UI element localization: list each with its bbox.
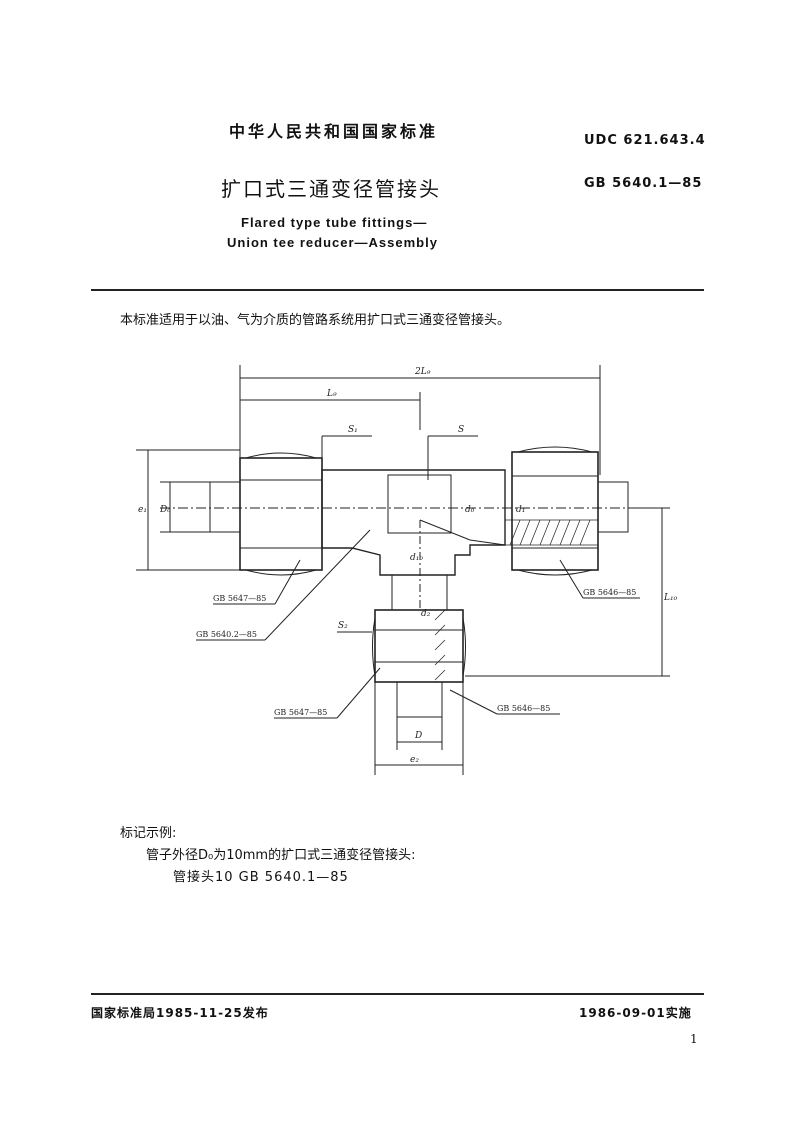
dim-d2: d₂ (421, 609, 431, 619)
footer-rule (91, 993, 704, 995)
dim-l10: L₁₀ (663, 593, 678, 603)
dim-d: D (414, 731, 422, 741)
gb-number: GB 5640.1—85 (584, 176, 703, 191)
dim-l9: L₉ (326, 389, 337, 399)
ref-gb5647-top: GB 5647—85 (213, 594, 266, 603)
ref-gb5647-bottom: GB 5647—85 (274, 708, 327, 717)
document-title-en-line2: Union tee reducer—Assembly (227, 235, 438, 250)
dim-2l9: 2L₉ (414, 367, 431, 377)
dim-e1: e₁ (138, 505, 147, 515)
effective-date: 1986-09-01实施 (579, 1006, 692, 1020)
dim-d0: d₀ (465, 505, 475, 515)
marking-line1: 管子外径D₀为10mm的扩口式三通变径管接头: (146, 848, 416, 863)
document-title-en-line1: Flared type tube fittings— (241, 215, 428, 230)
document-title-cn: 扩口式三通变径管接头 (221, 177, 441, 201)
standard-heading: 中华人民共和国国家标准 (229, 122, 439, 141)
dim-d10: d₁₀ (410, 553, 423, 563)
assembly-drawing: 2L₉ L₉ S₁ S S₂ e₁ D₀ d₀ d₁ d₁₀ d₂ L₁₀ D … (136, 365, 678, 775)
page-number: 1 (690, 1032, 698, 1046)
dim-e2: e₂ (410, 755, 419, 765)
ref-gb5646-bottom: GB 5646—85 (497, 704, 550, 713)
label-s: S (458, 425, 464, 435)
scope-paragraph: 本标准适用于以油、气为介质的管路系统用扩口式三通变径管接头。 (120, 313, 511, 328)
label-s2: S₂ (338, 621, 348, 631)
ref-gb5646-right: GB 5646—85 (583, 588, 636, 597)
issue-date: 国家标准局1985-11-25发布 (91, 1006, 269, 1020)
dim-d0-left: D₀ (159, 505, 171, 515)
marking-heading: 标记示例: (120, 826, 177, 841)
label-s1: S₁ (348, 425, 358, 435)
marking-line2: 管接头10 GB 5640.1—85 (173, 870, 349, 885)
ref-gb5640-2: GB 5640.2—85 (196, 630, 257, 639)
udc-number: UDC 621.643.4 (584, 133, 706, 148)
header-rule (91, 289, 704, 291)
dim-d1: d₁ (516, 505, 525, 515)
